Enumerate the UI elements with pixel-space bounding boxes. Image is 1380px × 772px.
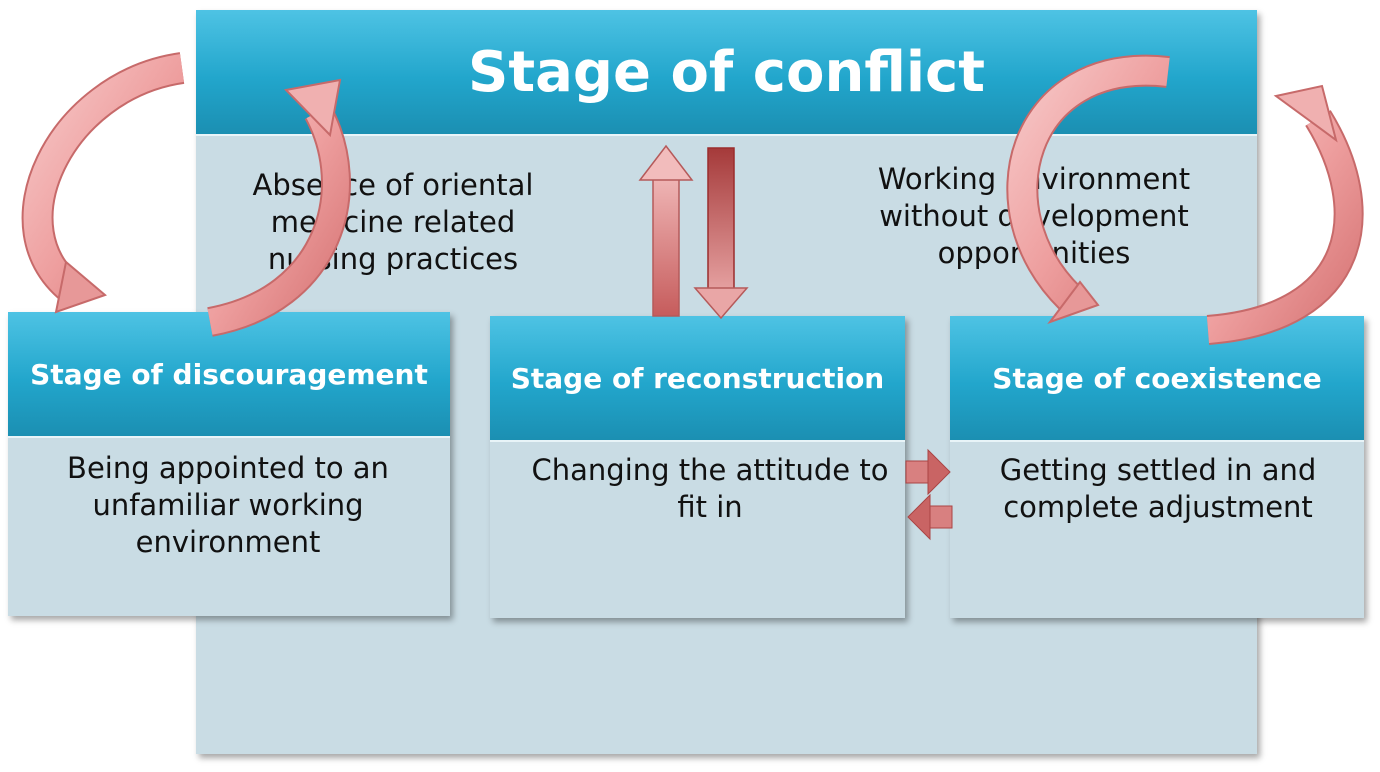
discouragement-text: Being appointed to an unfamiliar working… xyxy=(67,451,389,559)
conflict-title: Stage of conflict xyxy=(196,10,1257,136)
discouragement-title: Stage of discouragement xyxy=(8,312,450,438)
conflict-left-text: Absence of oriental medicine related nur… xyxy=(252,168,534,276)
conflict-right-text: Working environment without development … xyxy=(877,162,1191,270)
coexistence-text: Getting settled in and complete adjustme… xyxy=(999,453,1317,524)
coexistence-title: Stage of coexistence xyxy=(950,316,1364,442)
curved-arrow-left-outer xyxy=(21,52,185,314)
reconstruction-title: Stage of reconstruction xyxy=(490,316,905,442)
reconstruction-text: Changing the attitude to fit in xyxy=(531,453,889,524)
